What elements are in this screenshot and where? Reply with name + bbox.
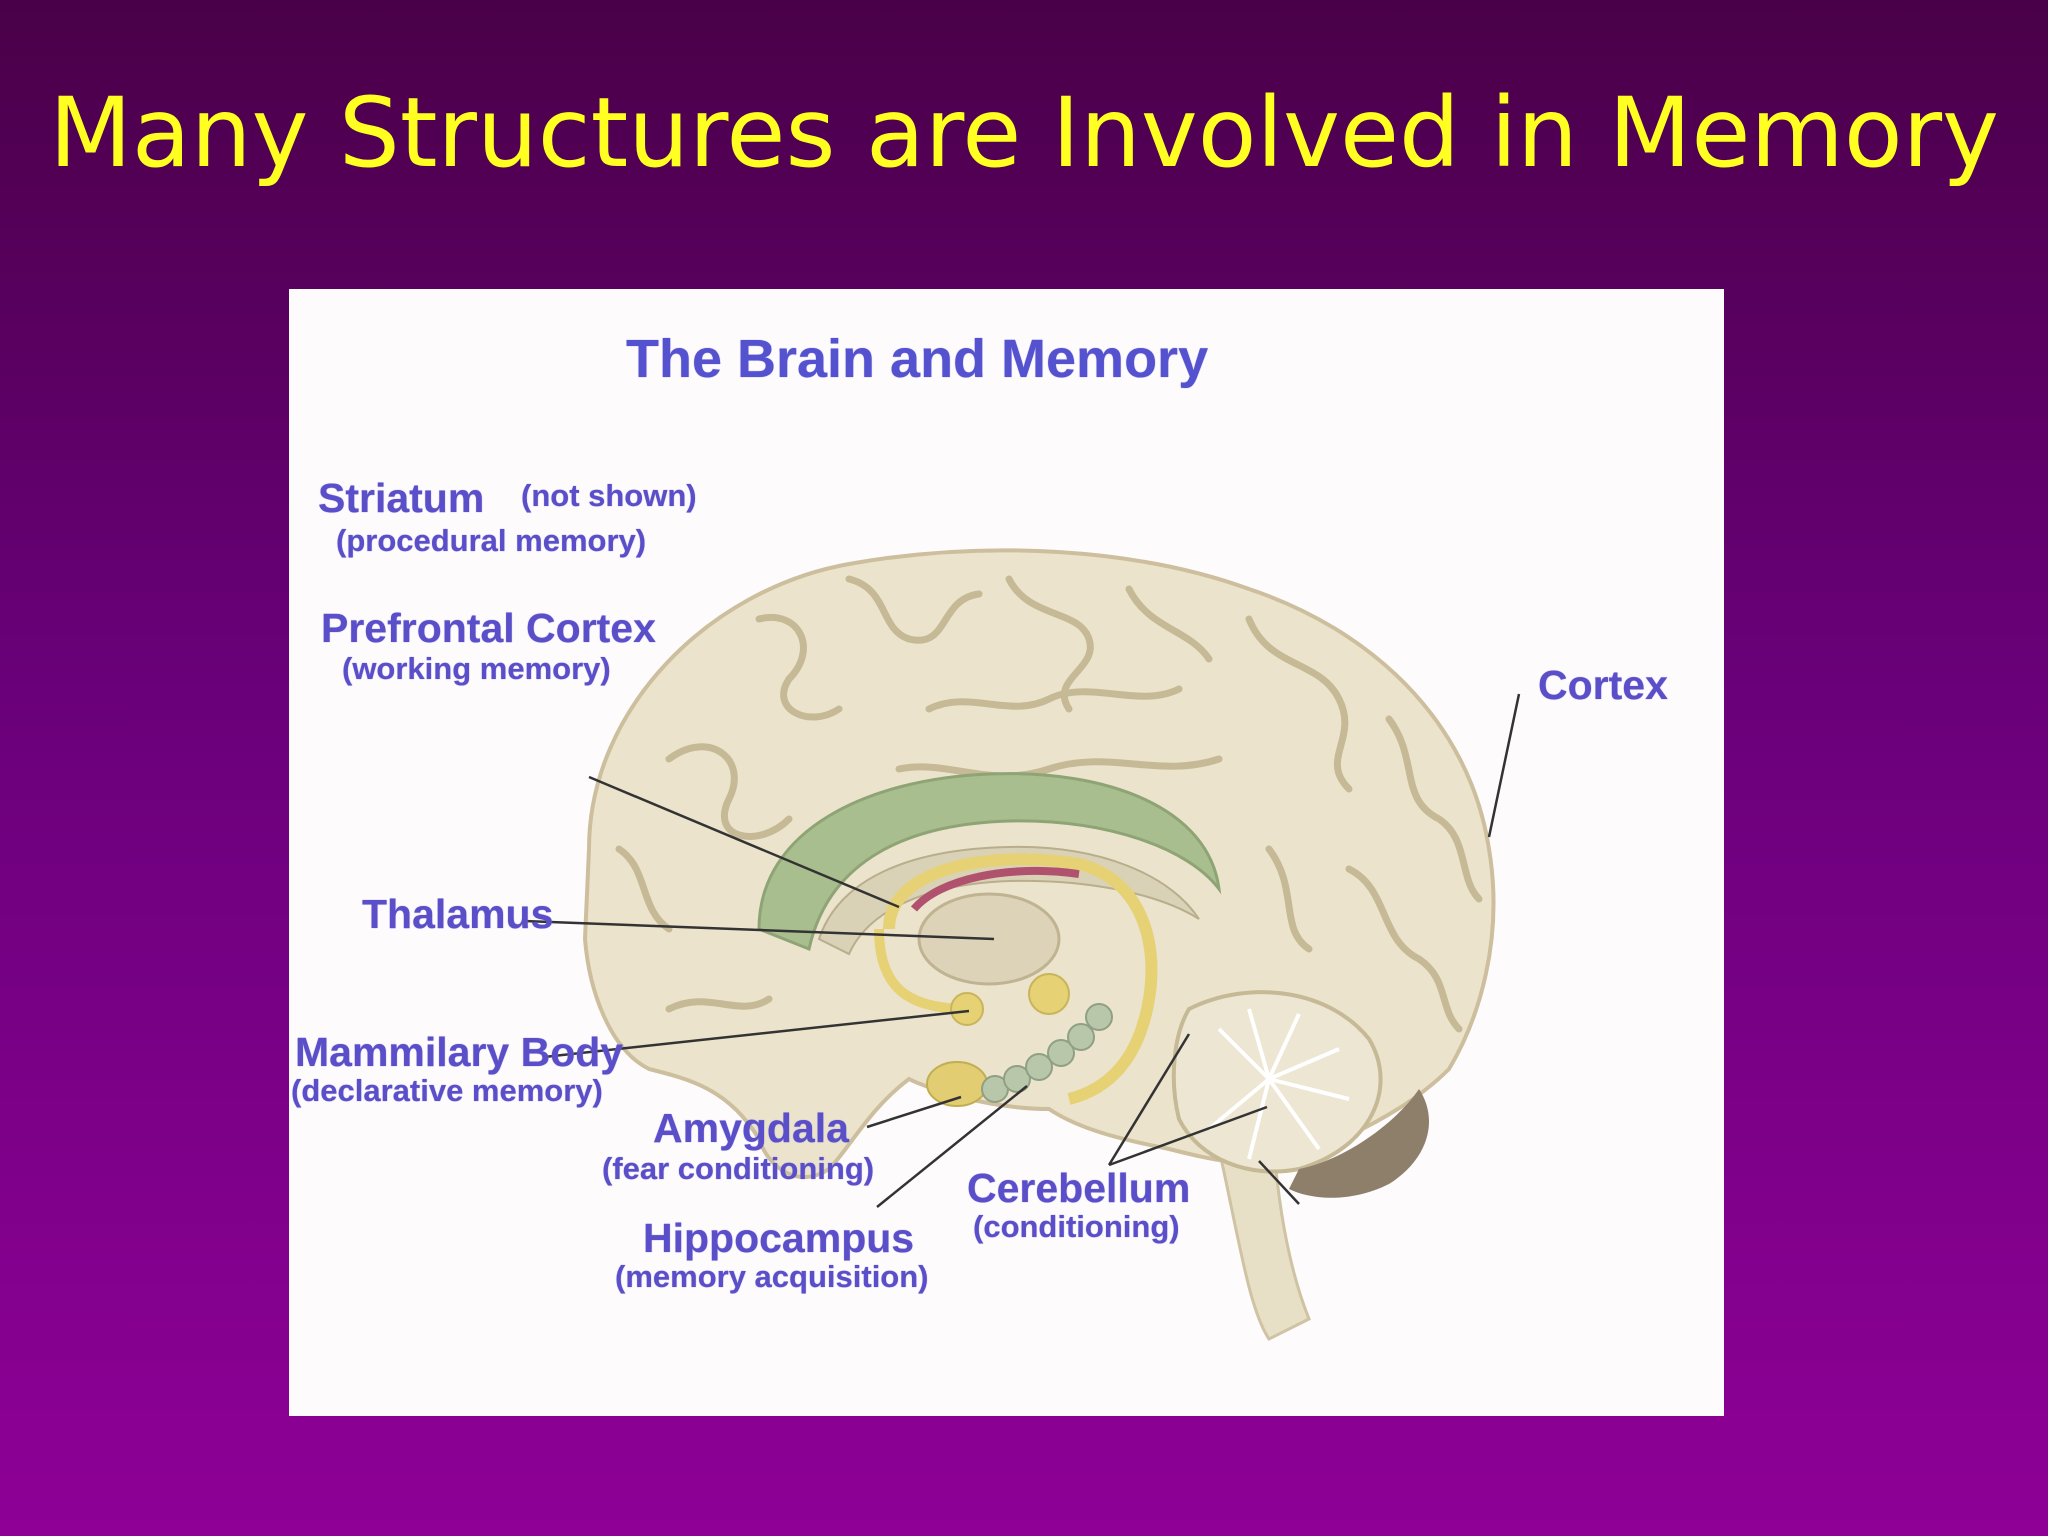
label-striatum: Striatum (318, 477, 484, 520)
label-striatum-note: (not shown) (521, 480, 697, 513)
brain-diagram-panel: The Brain and Memory Striatum (not shown… (289, 289, 1724, 1416)
label-hippocampus-role: (memory acquisition) (615, 1261, 929, 1294)
brain-illustration (289, 289, 1724, 1416)
label-cortex: Cortex (1538, 664, 1668, 707)
label-prefrontal-cortex: Prefrontal Cortex (321, 607, 656, 650)
label-thalamus: Thalamus (362, 893, 553, 936)
figure-title: The Brain and Memory (626, 331, 1208, 388)
label-amygdala: Amygdala (653, 1107, 849, 1150)
label-hippocampus: Hippocampus (643, 1217, 914, 1260)
label-mammilary-body: Mammilary Body (295, 1031, 623, 1074)
label-amygdala-role: (fear conditioning) (602, 1153, 874, 1186)
mammilary-body-shape (951, 993, 983, 1025)
slide-title: Many Structures are Involved in Memory (0, 78, 2048, 188)
label-prefrontal-role: (working memory) (342, 653, 611, 686)
label-mammilary-role: (declarative memory) (291, 1075, 603, 1108)
label-cerebellum: Cerebellum (967, 1167, 1190, 1210)
label-cerebellum-role: (conditioning) (973, 1211, 1180, 1244)
label-striatum-role: (procedural memory) (336, 525, 646, 558)
